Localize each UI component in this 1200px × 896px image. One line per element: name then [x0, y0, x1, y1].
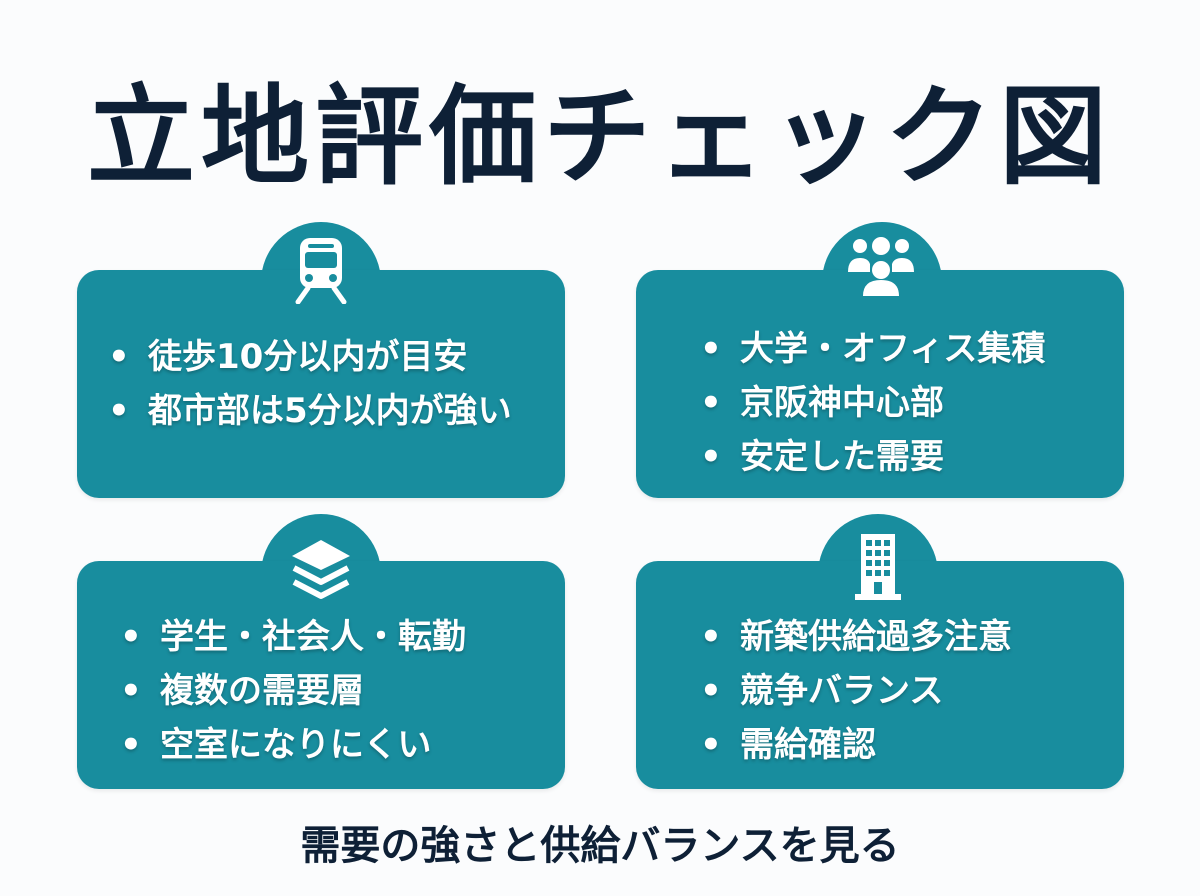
demand-list: 大学・オフィス集積 京阪神中心部 安定した需要 [700, 322, 1045, 484]
list-item: 複数の需要層 [120, 664, 466, 718]
footer-caption: 需要の強さと供給バランスを見る [300, 823, 900, 869]
list-item: 都市部は5分以内が強い [108, 384, 512, 438]
layers-icon [292, 540, 350, 599]
supply-list: 新築供給過多注意 競争バランス 需給確認 [700, 610, 1012, 772]
train-icon [295, 238, 347, 304]
list-item: 競争バランス [700, 664, 1012, 718]
list-item: 学生・社会人・転勤 [120, 610, 466, 664]
list-item: 京阪神中心部 [700, 376, 1045, 430]
page-title: 立地評価チェック図 [86, 75, 1113, 200]
building-icon [855, 534, 901, 600]
list-item: 新築供給過多注意 [700, 610, 1012, 664]
list-item: 需給確認 [700, 718, 1012, 772]
list-item: 大学・オフィス集積 [700, 322, 1045, 376]
segments-list: 学生・社会人・転勤 複数の需要層 空室になりにくい [120, 610, 466, 772]
people-group-icon [848, 237, 914, 296]
transport-list: 徒歩10分以内が目安 都市部は5分以内が強い [108, 330, 512, 438]
list-item: 徒歩10分以内が目安 [108, 330, 512, 384]
list-item: 空室になりにくい [120, 718, 466, 772]
list-item: 安定した需要 [700, 430, 1045, 484]
